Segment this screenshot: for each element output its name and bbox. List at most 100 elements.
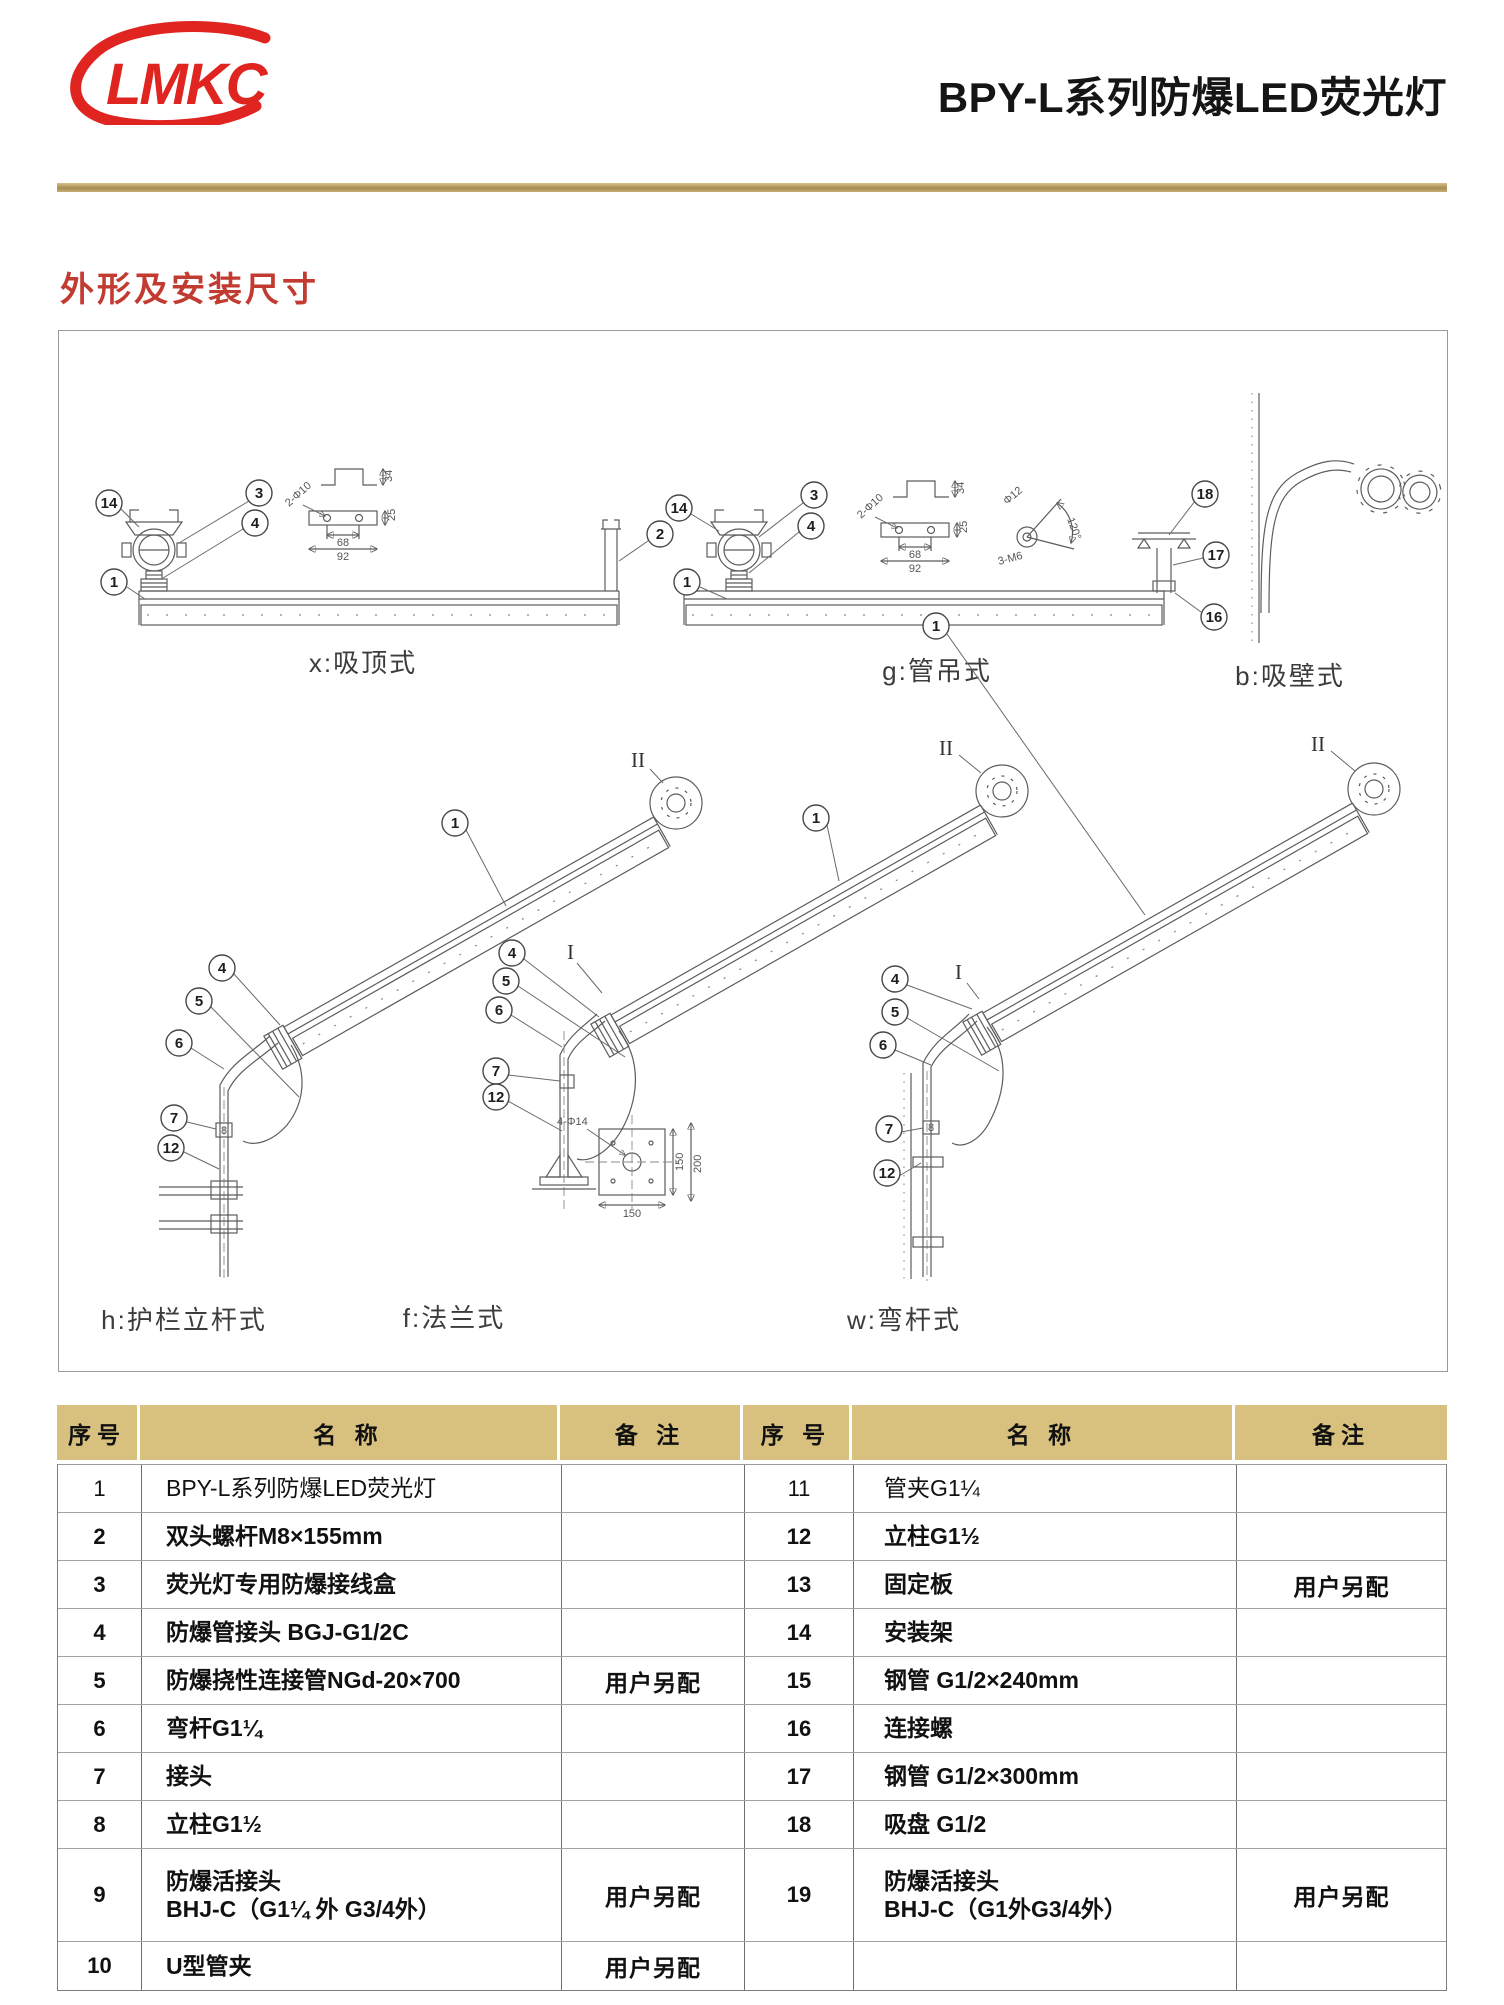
name-cell: 弯杆G1¼ [141, 1705, 561, 1752]
table-row: 9 防爆活接头 BHJ-C（G1¼ 外 G3/4外） 用户另配 19 防爆活接头… [58, 1849, 1446, 1942]
callout-7: 7 [875, 1115, 903, 1143]
name-cell: BPY-L系列防爆LED荧光灯 [141, 1465, 561, 1512]
part-8-mark: 8 [928, 1122, 934, 1134]
name-cell: 防爆挠性连接管NGd-20×700 [141, 1657, 561, 1704]
detail-marker-II: II [631, 748, 645, 772]
installation-diagram: 34 2-Φ10 68 92 25 14 3 4 1 2 [95, 393, 1442, 1335]
diagram-wall-mount: b:吸壁式 [1235, 393, 1442, 691]
company-logo: LMKC [60, 20, 320, 132]
svg-text:17: 17 [1208, 547, 1225, 564]
svg-text:6: 6 [879, 1037, 887, 1054]
callout-3: 3 [800, 481, 828, 509]
table-row: 7 接头 17 钢管 G1/2×300mm [58, 1753, 1446, 1801]
seq-cell: 9 [93, 1882, 106, 1907]
diagram-flange-mount: II 1 4 5 6 7 12 I 4-Φ14 [403, 736, 1029, 1333]
svg-text:1: 1 [110, 574, 118, 591]
note-cell: 用户另配 [561, 1942, 744, 1990]
name-cell: 荧光灯专用防爆接线盒 [141, 1561, 561, 1608]
mount-style-label: h:护栏立杆式 [101, 1305, 267, 1335]
note-cell [561, 1561, 744, 1608]
diagram-bent-pole-mount: II 8 1 4 5 6 7 12 I w:弯杆式 [846, 612, 1401, 1335]
seq-cell: 5 [93, 1667, 106, 1693]
logo-swoosh-icon [70, 21, 271, 132]
table-row: 10 U型管夹 用户另配 [58, 1942, 1446, 1990]
svg-text:4-Φ14: 4-Φ14 [557, 1116, 588, 1128]
name-cell [853, 1942, 1236, 1990]
callout-1: 1 [441, 809, 469, 837]
callout-14: 14 [95, 489, 123, 517]
svg-text:1: 1 [683, 574, 691, 591]
header-right-name: 名 称 [852, 1405, 1232, 1460]
seq-cell: 7 [93, 1763, 106, 1789]
svg-text:12: 12 [163, 1140, 180, 1157]
name-cell: 安装架 [853, 1609, 1236, 1656]
callout-5: 5 [185, 987, 213, 1015]
detail-marker-I: I [567, 940, 574, 964]
note-cell: 用户另配 [1236, 1561, 1446, 1608]
detail-marker-II: II [939, 736, 953, 760]
callout-4: 4 [797, 512, 825, 540]
callout-5: 5 [881, 998, 909, 1026]
svg-text:6: 6 [495, 1002, 503, 1019]
name-cell: 固定板 [853, 1561, 1236, 1608]
page-title: BPY-L系列防爆LED荧光灯 [937, 74, 1447, 121]
name-cell: 防爆管接头 BGJ-G1/2C [141, 1609, 561, 1656]
note-cell [1236, 1705, 1446, 1752]
callout-4: 4 [208, 954, 236, 982]
svg-text:5: 5 [891, 1004, 899, 1021]
installation-diagram-panel: 34 2-Φ10 68 92 25 14 3 4 1 2 [58, 330, 1448, 1372]
note-cell [561, 1465, 744, 1512]
name-cell: 立柱G1½ [853, 1513, 1236, 1560]
gold-divider [57, 183, 1447, 192]
callout-16: 16 [1200, 603, 1228, 631]
callout-4: 4 [881, 965, 909, 993]
table-row: 1 BPY-L系列防爆LED荧光灯 11 管夹G1¼ [58, 1465, 1446, 1513]
callout-7: 7 [160, 1104, 188, 1132]
mount-style-label: g:管吊式 [882, 656, 992, 686]
svg-text:5: 5 [502, 973, 510, 990]
seq-cell: 14 [744, 1609, 853, 1656]
callout-12: 12 [873, 1159, 901, 1187]
angle-dimension-detail: Φ12 120° 3-M6 [997, 485, 1084, 568]
parts-table: 序号 名 称 备 注 序 号 名 称 备注 1 BPY-L系列防爆LED荧光灯 … [57, 1405, 1447, 1991]
mount-style-label: w:弯杆式 [846, 1305, 961, 1335]
svg-text:4: 4 [218, 960, 227, 977]
svg-text:18: 18 [1197, 486, 1214, 503]
header-left-note: 备 注 [560, 1405, 740, 1460]
svg-text:5: 5 [195, 993, 203, 1010]
callout-1: 1 [922, 612, 950, 640]
seq-cell: 1 [93, 1475, 106, 1501]
diagram-guardrail-pole-mount: II 8 1 4 5 6 7 12 h:护栏立杆式 [101, 748, 703, 1335]
pipe-mount [1132, 532, 1196, 593]
seq-cell: 13 [744, 1561, 853, 1608]
seq-cell: 15 [744, 1657, 853, 1704]
svg-text:3: 3 [810, 487, 818, 504]
detail-marker-I: I [955, 960, 962, 984]
detail-marker-II: II [1311, 732, 1325, 756]
header-left-name: 名 称 [140, 1405, 557, 1460]
svg-text:4: 4 [807, 518, 816, 535]
table-row: 2 双头螺杆M8×155mm 12 立柱G1½ [58, 1513, 1446, 1561]
svg-text:4: 4 [251, 515, 260, 532]
callout-2: 2 [646, 520, 674, 548]
svg-text:200: 200 [692, 1155, 704, 1173]
callout-6: 6 [165, 1029, 193, 1057]
note-cell [561, 1705, 744, 1752]
note-cell [1236, 1513, 1446, 1560]
table-row: 6 弯杆G1¼ 16 连接螺 [58, 1705, 1446, 1753]
seq-cell: 6 [93, 1715, 106, 1741]
note-cell [561, 1609, 744, 1656]
callout-17: 17 [1202, 541, 1230, 569]
section-heading: 外形及安装尺寸 [60, 271, 319, 309]
name-cell: 接头 [141, 1753, 561, 1800]
callout-3: 3 [245, 479, 273, 507]
svg-text:2: 2 [656, 526, 664, 543]
seq-cell: 12 [744, 1513, 853, 1560]
seq-cell: 3 [93, 1571, 106, 1597]
svg-text:3-M6: 3-M6 [997, 550, 1024, 568]
note-cell [1236, 1465, 1446, 1512]
note-cell [1236, 1657, 1446, 1704]
callout-18: 18 [1191, 480, 1219, 508]
note-cell [1236, 1753, 1446, 1800]
callout-4: 4 [498, 939, 526, 967]
